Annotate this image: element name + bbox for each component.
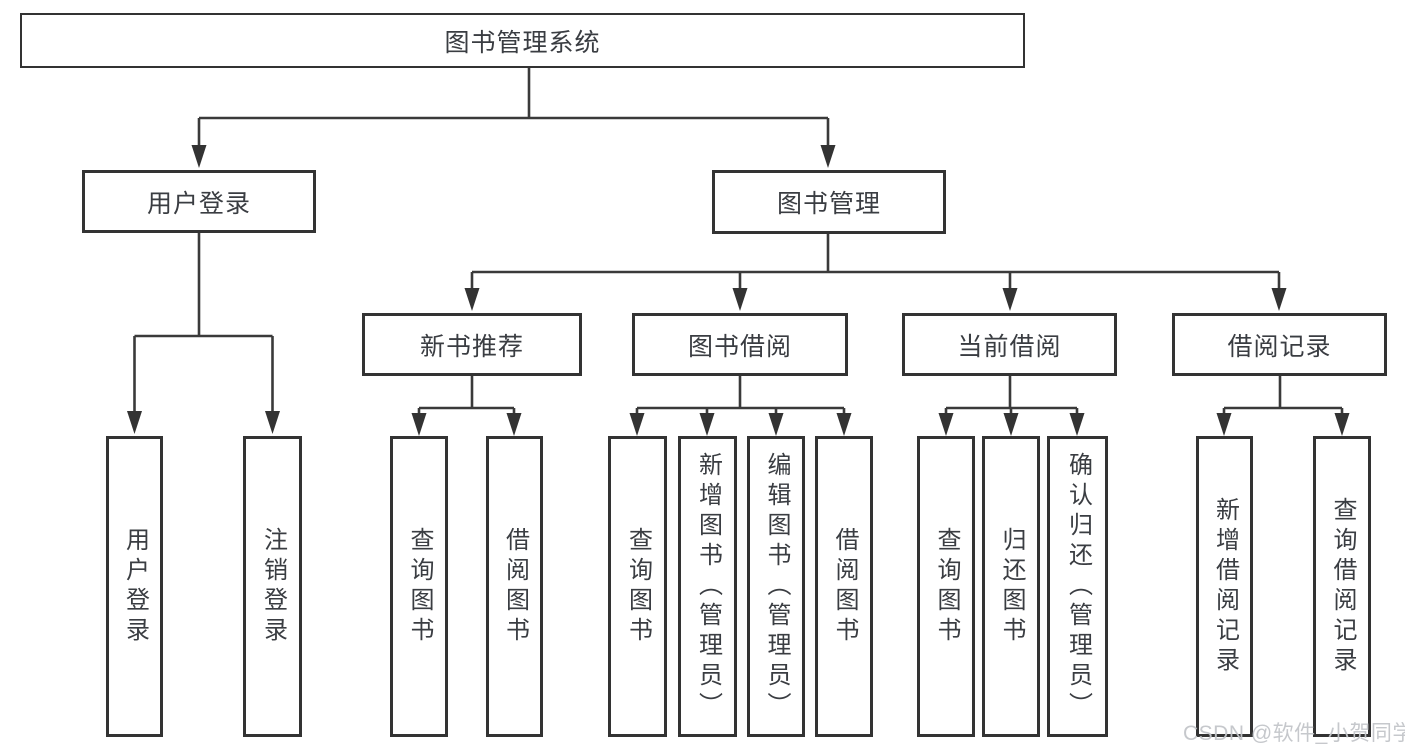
leaf-logout-label: 注销登录 [259,526,287,647]
leaf-query-borrow-record-label: 查询借阅记录 [1329,496,1356,677]
node-current-borrow-label: 当前借阅 [957,332,1062,361]
node-new-book-recommend: 新书推荐 [362,313,582,376]
leaf-query-books-3-label: 查询图书 [933,526,960,647]
leaf-borrow-books-1: 借阅图书 [486,436,543,737]
node-new-book-recommend-label: 新书推荐 [419,332,524,361]
leaf-borrow-books-2-label: 借阅图书 [831,526,858,647]
leaf-edit-book-admin: 编辑图书（管理员） [747,436,805,737]
csdn-watermark: CSDN @软件_小贺同学 [1183,722,1405,745]
leaf-add-book-admin-label: 新增图书（管理员） [694,451,722,722]
branch-book-management: 图书管理 [712,170,946,234]
leaf-add-borrow-record-label: 新增借阅记录 [1211,496,1239,677]
leaf-query-books-1: 查询图书 [390,436,448,737]
leaf-query-books-2-label: 查询图书 [624,526,652,647]
leaf-return-book: 归还图书 [982,436,1040,737]
leaf-user-login-label: 用户登录 [121,526,149,647]
node-current-borrow: 当前借阅 [902,313,1117,376]
branch-user-login: 用户登录 [82,170,316,233]
node-book-borrow: 图书借阅 [632,313,848,376]
leaf-query-books-3: 查询图书 [917,436,975,737]
node-book-borrow-label: 图书借阅 [687,332,792,361]
leaf-confirm-return-admin-label: 确认归还（管理员） [1064,451,1092,722]
leaf-query-books-2: 查询图书 [608,436,667,737]
leaf-query-borrow-record: 查询借阅记录 [1313,436,1371,737]
leaf-add-borrow-record: 新增借阅记录 [1196,436,1253,737]
leaf-return-book-label: 归还图书 [998,526,1025,647]
leaf-query-books-1-label: 查询图书 [406,526,433,647]
branch-book-management-label: 图书管理 [776,190,881,218]
leaf-borrow-books-2: 借阅图书 [815,436,873,737]
leaf-confirm-return-admin: 确认归还（管理员） [1047,436,1108,737]
node-borrow-records-label: 借阅记录 [1227,332,1332,361]
root-node-label: 图书管理系统 [444,28,601,57]
leaf-borrow-books-1-label: 借阅图书 [501,526,529,647]
leaf-add-book-admin: 新增图书（管理员） [678,436,737,737]
arrowheads [127,145,1350,436]
leaf-logout: 注销登录 [243,436,302,737]
leaf-edit-book-admin-label: 编辑图书（管理员） [763,451,790,722]
leaf-user-login: 用户登录 [106,436,163,737]
node-borrow-records: 借阅记录 [1172,313,1387,376]
branch-user-login-label: 用户登录 [146,189,251,218]
root-node: 图书管理系统 [20,13,1025,68]
